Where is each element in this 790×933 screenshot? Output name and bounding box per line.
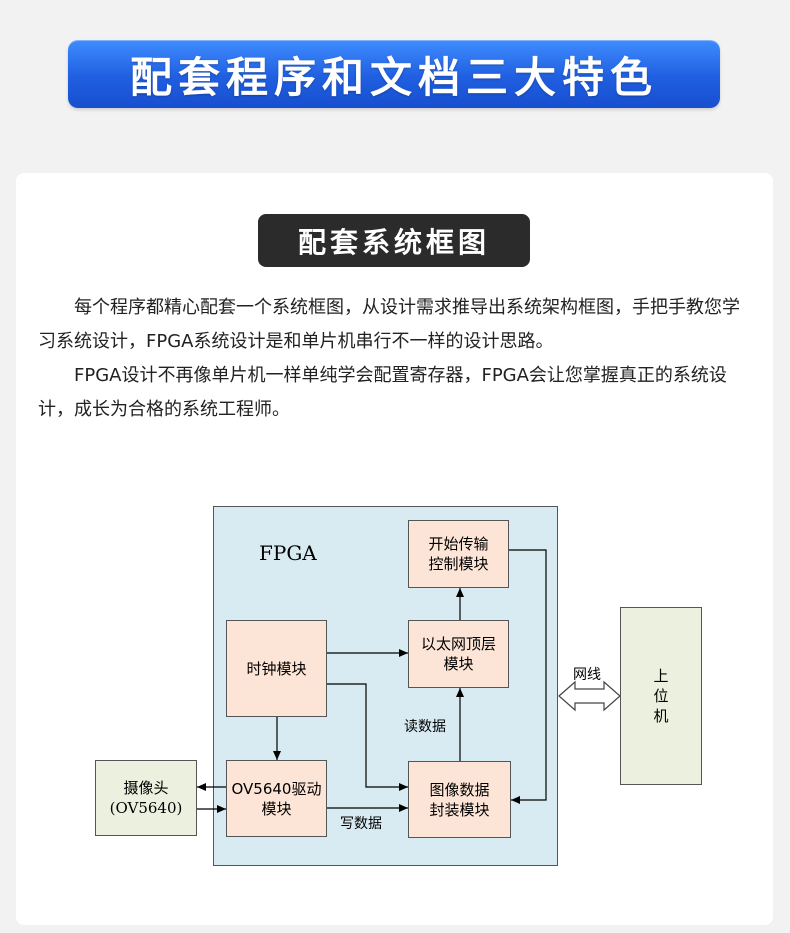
section-title-badge: 配套系统框图 [258,214,530,267]
banner-title: 配套程序和文档三大特色 [129,52,658,102]
header-banner: 配套程序和文档三大特色 [68,40,720,108]
section-title: 配套系统框图 [297,225,490,259]
paragraph-2: FPGA设计不再像单片机一样单纯学会配置寄存器，FPGA会让您掌握真正的系统设计… [38,365,727,420]
content-card: 配套系统框图 每个程序都精心配套一个系统框图，从设计需求推导出系统架构框图，手把… [16,173,773,925]
paragraph-1: 每个程序都精心配套一个系统框图，从设计需求推导出系统架构框图，手把手教您学习系统… [38,297,740,352]
